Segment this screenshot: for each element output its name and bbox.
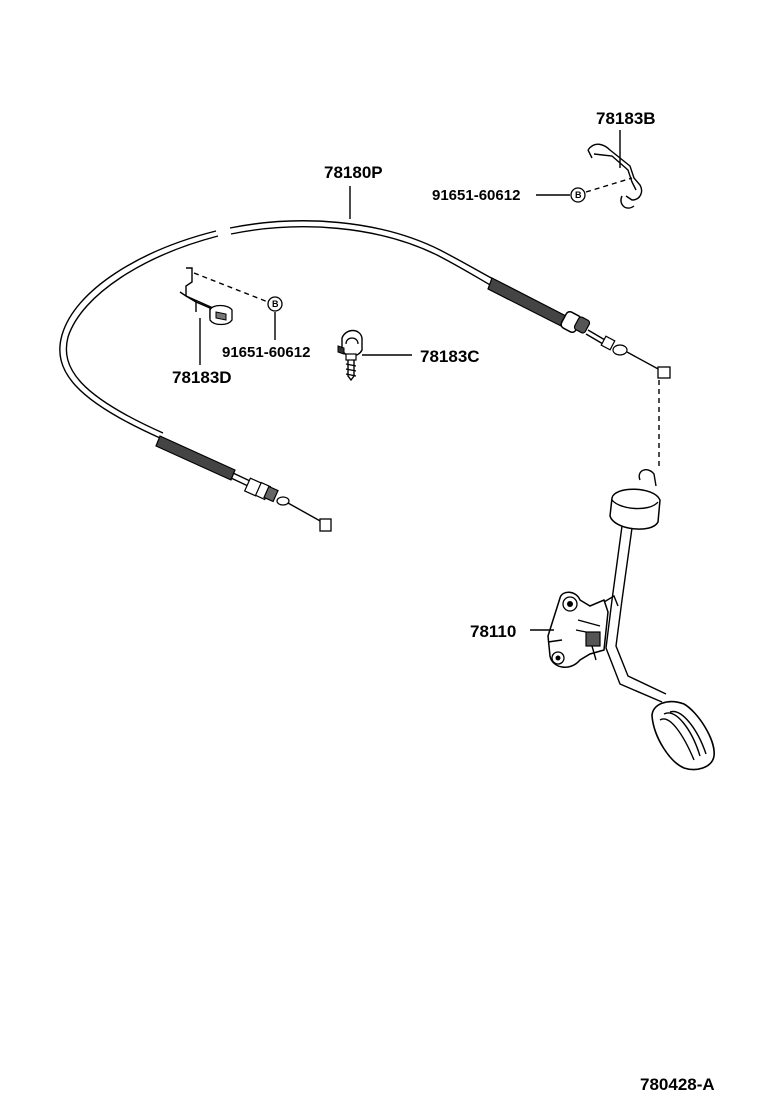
accelerator-cable [59,220,671,532]
bolt-left-marker [267,296,283,312]
bolt-right-dashed-line [585,177,633,193]
bolt-left-marker-text: B [272,299,279,309]
bolt-right-marker-text: B [575,190,582,200]
bolt-right-marker [570,187,586,203]
bracket-d-part [179,267,233,326]
bracket-d-label: 78183D [172,368,232,387]
bracket-b-label: 78183B [596,109,656,128]
clamp-c-part [337,329,363,382]
pedal-label: 78110 [470,622,516,641]
drawing-code: 780428-A [640,1075,715,1094]
bolt-right-label: 91651-60612 [432,187,520,204]
pedal-assembly-part [547,469,715,771]
bolt-left-label: 91651-60612 [222,344,310,361]
bolt-left-dashed-line [193,272,269,303]
clamp-c-label: 78183C [420,347,480,366]
bracket-b-part [587,143,643,209]
cable-part-label: 78180P [324,163,383,182]
